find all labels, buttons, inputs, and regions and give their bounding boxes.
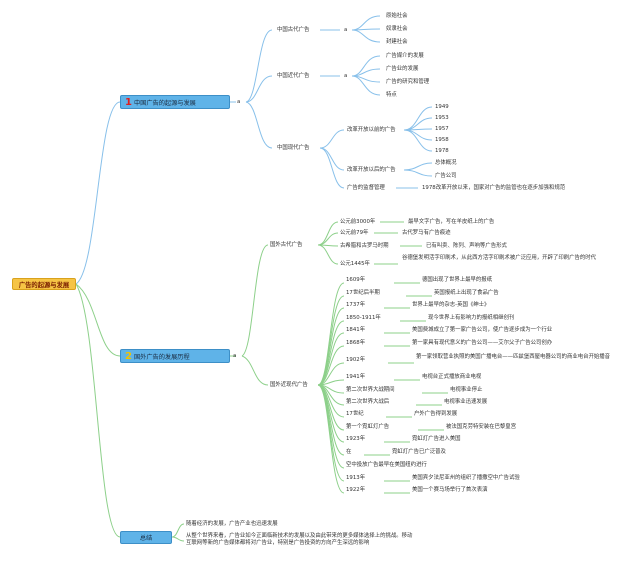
row-key[interactable]: 1609年: [346, 277, 366, 283]
row-value[interactable]: 最早文字广告，写在羊皮纸上的广告: [408, 219, 495, 225]
branch-number: 2: [125, 350, 132, 362]
leaf-node[interactable]: 1953: [435, 115, 449, 121]
leaf-node[interactable]: 1957: [435, 126, 449, 132]
edge-root-b2: [75, 283, 121, 357]
leaf-node[interactable]: 广告公司: [435, 173, 457, 179]
row-key[interactable]: 1850-1911年: [346, 315, 381, 321]
row-value[interactable]: 英国报纸上出现了食品广告: [434, 290, 499, 296]
edge-foreign-modern-row: [317, 345, 345, 386]
row-value[interactable]: 电视台正式播放商业电视: [422, 374, 482, 380]
row-key[interactable]: 第一个霓虹灯广告: [346, 424, 390, 430]
summary-item[interactable]: 随着经济的发展，广告产业也迅速发展: [186, 521, 278, 527]
branch-marker: a: [237, 99, 241, 105]
row-key[interactable]: 1913年: [346, 475, 366, 481]
row-value[interactable]: 第一家领取营业执照的美国广播电台——匹兹堡西屋电器公司的商业电台开始播音: [416, 354, 611, 360]
leaf-node[interactable]: 1978改革开放以来，国家对广告的监管也在逐步加强和规范: [422, 185, 566, 191]
row-key[interactable]: 1922年: [346, 487, 366, 493]
branch-summary[interactable]: 总结: [120, 531, 172, 544]
row-key[interactable]: 17世纪: [346, 411, 364, 417]
row-key[interactable]: 1941年: [346, 374, 366, 380]
node-china-contemporary[interactable]: 中国现代广告: [277, 145, 310, 151]
row-key[interactable]: 1868年: [346, 340, 366, 346]
row-value[interactable]: 现今世界上有影响力的报纸相继创刊: [428, 315, 515, 321]
row-value[interactable]: 谷德堡发明活字印刷术，从此西方活字印刷术被广泛应用，开辟了印刷广告的时代: [402, 255, 597, 261]
leaf-node[interactable]: 封建社会: [386, 39, 408, 45]
branch-label: 国外广告的发展历程: [133, 353, 190, 361]
row-key[interactable]: 公元1445年: [340, 261, 370, 267]
row-value[interactable]: 美国宾夕法尼亚州的组织了播撒空中广告试验: [412, 475, 520, 481]
row-value[interactable]: 电视事业迅速发展: [444, 399, 488, 405]
row-value[interactable]: 电视事业停止: [450, 387, 483, 393]
row-key[interactable]: 第二次世界大战期间: [346, 387, 395, 393]
row-key[interactable]: 17世纪后半期: [346, 290, 380, 296]
row-value[interactable]: 世界上最早的杂志-英国《绅士》: [412, 302, 490, 308]
edge-foreign-modern-row: [317, 384, 345, 494]
leaf-node[interactable]: 广告的研究和管理: [386, 79, 430, 85]
node-foreign-ancient[interactable]: 国外古代广告: [270, 242, 303, 248]
node-foreign-modern[interactable]: 国外近现代广告: [270, 382, 308, 388]
node-marker: a: [344, 27, 348, 33]
edge-foreign-modern-row: [317, 362, 345, 386]
row-key[interactable]: 公元前79年: [340, 230, 369, 236]
leaf-node[interactable]: 奴隶社会: [386, 26, 408, 32]
row-key[interactable]: 1737年: [346, 302, 366, 308]
row-value[interactable]: 霓虹灯广告进入美国: [412, 436, 461, 442]
branch-china-origin[interactable]: 1 中国广告的起源与发展: [120, 95, 230, 109]
row-key[interactable]: 在: [346, 449, 352, 455]
root-node[interactable]: 广告的起源与发展: [12, 278, 76, 290]
node-china-ancient[interactable]: 中国古代广告: [277, 27, 310, 33]
leaf-node[interactable]: 广告业的发展: [386, 66, 419, 72]
edge-foreign-modern-row: [317, 384, 345, 469]
branch-label: 中国广告的起源与发展: [133, 99, 196, 107]
node-after-reform[interactable]: 改革开放以后的广告: [347, 167, 396, 173]
edge-root-b3: [75, 283, 121, 538]
leaf-node[interactable]: 原始社会: [386, 13, 408, 19]
row-key[interactable]: 古希腊和古罗马时期: [340, 243, 389, 249]
row-value[interactable]: 古代罗马有广告痕迹: [402, 230, 451, 236]
branch-foreign-history[interactable]: 2 国外广告的发展历程: [120, 349, 230, 363]
row-value[interactable]: 霓虹灯广告已广泛普及: [392, 449, 446, 455]
row-key[interactable]: 公元前3000年: [340, 219, 376, 225]
row-value[interactable]: 第一家具有现代意义的广告公司——艾尔父子广告公司创办: [412, 340, 553, 346]
node-before-reform[interactable]: 改革开放以前的广告: [347, 127, 396, 133]
row-value[interactable]: 美国一个赛马场举行了首次表演: [412, 487, 488, 493]
row-value[interactable]: 被法国克劳特安装在巴黎皇宫: [446, 424, 517, 430]
branch-marker: a: [233, 353, 237, 359]
leaf-node[interactable]: 1978: [435, 148, 449, 154]
row-key[interactable]: 1841年: [346, 327, 366, 333]
row-value[interactable]: 已有叫卖、陈列、声响等广告形式: [426, 243, 507, 249]
row-value[interactable]: 美国费城成立了第一家广告公司，使广告逐步成为一个行业: [412, 327, 553, 333]
leaf-node[interactable]: 1958: [435, 137, 449, 143]
node-china-modern[interactable]: 中国近代广告: [277, 73, 310, 79]
branch-number: 1: [125, 96, 132, 108]
leaf-node[interactable]: 总体概况: [435, 160, 457, 166]
leaf-node[interactable]: 1949: [435, 104, 449, 110]
node-marker: a: [344, 73, 348, 79]
row-value[interactable]: 户外广告得到发展: [414, 411, 458, 417]
edge-root-b1: [75, 101, 121, 285]
node-supervision[interactable]: 广告的监督管理: [347, 185, 385, 191]
branch-label: 总结: [139, 535, 153, 542]
row-key[interactable]: 第二次世界大战后: [346, 399, 390, 405]
row-key[interactable]: 空中投放广告最早在美国纽约进行: [346, 462, 427, 468]
leaf-node[interactable]: 特点: [386, 92, 397, 98]
row-value[interactable]: 德国出现了世界上最早的报纸: [422, 277, 493, 283]
leaf-node[interactable]: 广告媒介的发展: [386, 53, 424, 59]
row-key[interactable]: 1923年: [346, 436, 366, 442]
summary-item[interactable]: 从整个世界来看，广告业如今正面临新技术的发展以及由此带来的更多媒体选择上的挑战。…: [186, 533, 413, 546]
row-key[interactable]: 1902年: [346, 357, 366, 363]
